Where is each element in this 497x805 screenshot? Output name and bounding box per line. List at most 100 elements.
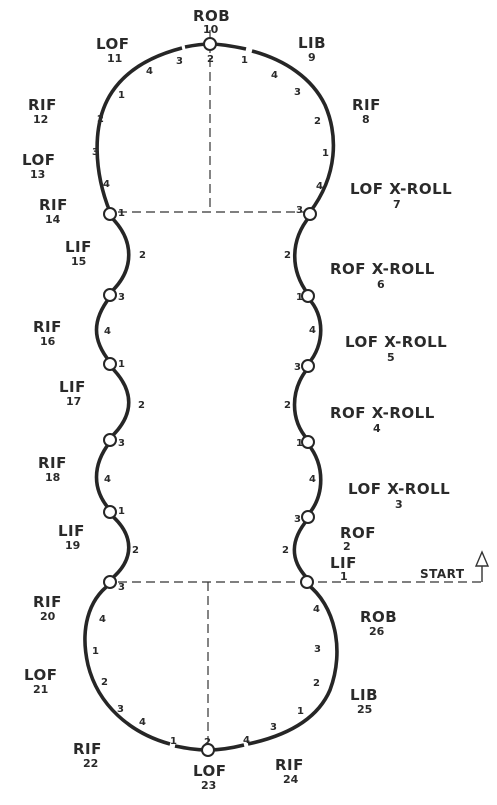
beat-count: 1 [92,646,99,657]
beat-count: 4 [103,179,110,190]
beat-count: 4 [313,604,320,615]
step-3-name: LOF X-ROLL [348,480,450,498]
edge-left-18 [94,440,112,512]
edge-right-5 [306,296,323,366]
step-23-number: 23 [201,779,216,792]
beat-count: 3 [294,362,301,373]
step-9-number: 9 [308,51,316,64]
transition-circle [301,289,315,303]
beat-count: 1 [118,90,125,101]
step-24-number: 24 [283,773,299,786]
beat-count: 4 [309,474,316,485]
start-arrow-icon [474,550,490,567]
beat-count: 3 [117,704,124,715]
step-3-number: 3 [395,498,403,511]
beat-count: 2 [139,250,146,261]
step-17-name: LIF [59,378,86,396]
beat-count: 3 [314,644,321,655]
beat-count: 1 [118,359,125,370]
beat-count: 3 [294,87,301,98]
step-2-number: 2 [343,540,351,553]
beat-count: 3 [118,582,125,593]
beat-count: 4 [271,70,278,81]
beat-count: 1 [118,506,125,517]
beat-count: 1 [297,706,304,717]
step-6-name: ROF X-ROLL [330,260,435,278]
step-19-name: LIF [58,522,85,540]
beat-count: 2 [284,400,291,411]
step-18-number: 18 [45,471,60,484]
edge-left-17 [108,364,131,440]
transition-circle [300,575,314,589]
edge-right-6 [292,214,312,296]
step-19-number: 19 [65,539,80,552]
step-4-number: 4 [373,422,381,435]
edge-right-2 [292,517,310,580]
edge-bottom-right [247,582,339,746]
edge-left-19 [108,512,131,582]
step-13-number: 13 [30,168,45,181]
beat-count: 1 [296,292,303,303]
beat-count: 4 [309,325,316,336]
step-4-name: ROF X-ROLL [330,404,435,422]
beat-count: 4 [139,717,146,728]
step-10-number: 10 [203,23,219,36]
step-11-number: 11 [107,52,122,65]
beat-count: 3 [296,205,303,216]
beat-count: 2 [97,114,104,125]
step-24-name: RIF [275,756,304,774]
step-22-name: RIF [73,740,102,758]
beat-count: 4 [146,66,153,77]
step-15-name: LIF [65,238,92,256]
beat-count: 4 [243,735,250,746]
transition-circle [103,207,117,221]
step-17-number: 17 [66,395,81,408]
beat-count: 1 [118,208,125,219]
step-7-name: LOF X-ROLL [350,180,452,198]
beat-count: 1 [241,55,248,66]
edge-left-16 [94,295,112,364]
step-25-name: LIB [350,686,378,704]
edge-left-15 [108,214,131,295]
beat-count: 3 [176,56,183,67]
transition-circle [301,435,315,449]
step-21-name: LOF [24,666,58,684]
step-22-number: 22 [83,757,98,770]
step-9-name: LIB [298,34,326,52]
step-12-number: 12 [33,113,48,126]
step-12-name: RIF [28,96,57,114]
beat-count: 2 [282,545,289,556]
beat-count: 4 [104,326,111,337]
step-14-name: RIF [39,196,68,214]
transition-circle [203,37,217,51]
edge-right-3 [306,442,323,517]
step-8-name: RIF [352,96,381,114]
step-26-number: 26 [369,625,385,638]
beat-count: 3 [294,514,301,525]
beat-count: 2 [313,678,320,689]
beat-count: 2 [138,400,145,411]
step-20-number: 20 [40,610,56,623]
transition-circle [103,575,117,589]
step-7-number: 7 [393,198,401,211]
beat-count: 3 [118,292,125,303]
beat-count: 1 [170,736,177,747]
step-15-number: 15 [71,255,86,268]
beat-count: 3 [270,722,277,733]
transition-circle [303,207,317,221]
beat-count: 4 [316,181,323,192]
beat-count: 4 [104,474,111,485]
beat-count: 2 [284,250,291,261]
step-5-name: LOF X-ROLL [345,333,447,351]
edge-bottom-left [83,582,171,746]
step-10-name: ROB [193,7,230,25]
step-18-name: RIF [38,454,67,472]
step-16-name: RIF [33,318,62,336]
step-8-number: 8 [362,113,370,126]
step-26-name: ROB [360,608,397,626]
step-14-number: 14 [45,213,61,226]
beat-count: 3 [92,147,99,158]
transition-circle [103,433,117,447]
beat-count: 1 [322,148,329,159]
